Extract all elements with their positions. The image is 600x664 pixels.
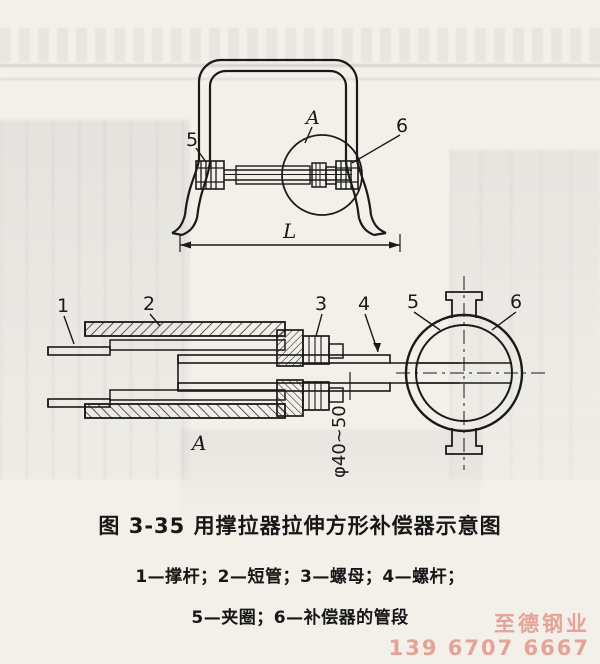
label-bottom-1: 1 <box>57 295 69 317</box>
label-dimension-l: L <box>282 219 296 243</box>
dimension-line-L <box>179 234 401 252</box>
label-top-6: 6 <box>396 115 408 137</box>
top-view-loop <box>171 58 401 252</box>
label-bottom-4: 4 <box>358 293 370 315</box>
label-diameter-note: φ40~50 <box>329 405 350 478</box>
watermark-phone: 139 6707 6667 <box>388 635 590 660</box>
label-bottom-6: 6 <box>510 291 522 313</box>
bottom-view-compensator-ring <box>396 276 545 470</box>
technical-drawing: 5 A 6 L 1 2 3 4 5 6 A φ40~50 <box>47 58 545 478</box>
label-bottom-5: 5 <box>407 291 419 313</box>
top-view-clamp-right <box>335 160 359 190</box>
label-top-detail-a: A <box>304 107 320 129</box>
caption-block: 图 3-35 用撑拉器拉伸方形补偿器示意图 1—撑杆；2—短管；3—螺母；4—螺… <box>0 500 600 628</box>
detail-circle-a <box>281 134 363 216</box>
figure-legend-line-1: 1—撑杆；2—短管；3—螺母；4—螺杆； <box>135 567 465 587</box>
figure-caption: 图 3-35 用撑拉器拉伸方形补偿器示意图 <box>98 514 502 538</box>
top-view-clamp-left <box>195 160 225 190</box>
bottom-view-strut-tube <box>84 321 286 419</box>
label-section-a: A <box>190 431 206 455</box>
bottom-view-nut <box>276 329 344 417</box>
label-top-5: 5 <box>186 129 198 151</box>
label-bottom-3: 3 <box>315 293 327 315</box>
bottom-view-detail <box>47 276 545 470</box>
label-bottom-2: 2 <box>143 293 155 315</box>
figure-legend-line-2: 5—夹圈；6—补偿器的管段 <box>191 608 409 628</box>
bottom-view-left-pipe <box>47 346 111 408</box>
top-view-tie-rod <box>224 162 352 188</box>
